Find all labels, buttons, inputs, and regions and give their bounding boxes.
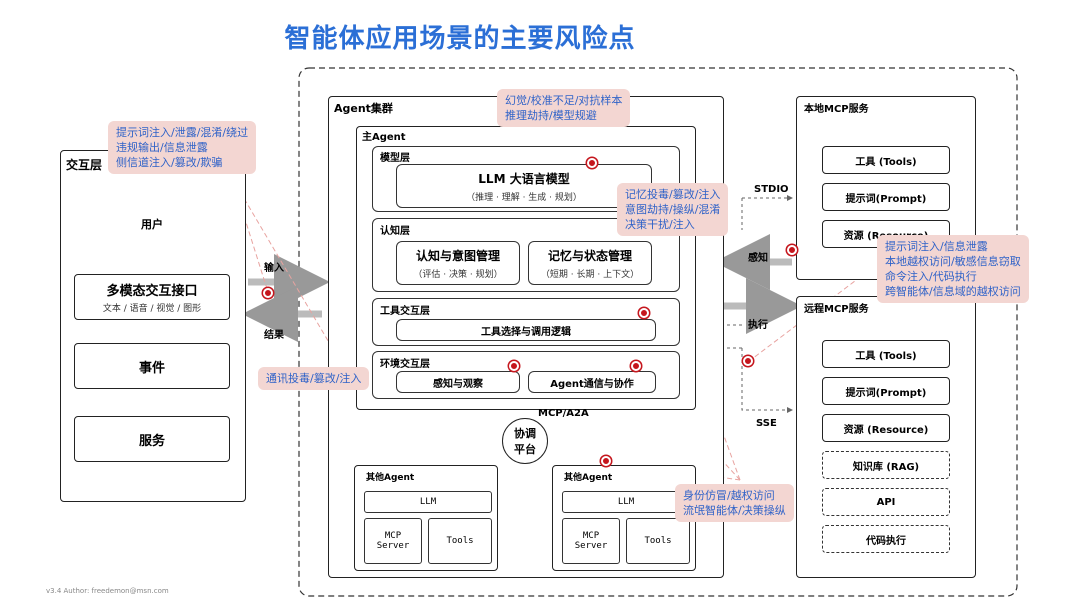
remote-prompt[interactable]: 提示词(Prompt)	[822, 377, 950, 405]
intent-subtitle: （评估 · 决策 · 规划）	[413, 269, 503, 280]
risk-marker	[787, 245, 797, 255]
agent-comm-box[interactable]: Agent通信与协作	[528, 371, 656, 393]
main-agent-label: 主Agent	[362, 132, 406, 143]
risk-line: 命令注入/代码执行	[885, 270, 977, 283]
exec-label: 执行	[748, 320, 768, 331]
intent-management[interactable]: 认知与意图管理 （评估 · 决策 · 规划）	[396, 241, 520, 285]
risk-memory: 记忆投毒/篡改/注入 意图劫持/操纵/混淆 决策干扰/注入	[617, 183, 729, 236]
mcp-line1: MCP	[582, 531, 600, 541]
remote-resource[interactable]: 资源 (Resource)	[822, 414, 950, 442]
risk-line: 流氓智能体/决策操纵	[683, 504, 786, 517]
model-layer-label: 模型层	[380, 153, 410, 164]
tool-layer-label: 工具交互层	[380, 306, 430, 317]
risk-line: 本地越权访问/敏感信息窃取	[885, 255, 1021, 268]
risk-line: 侧信道注入/篡改/欺骗	[116, 156, 223, 169]
llm-box[interactable]: LLM 大语言模型 （推理 · 理解 · 生成 · 规划）	[396, 164, 652, 208]
cognition-layer-label: 认知层	[380, 226, 410, 237]
risk-marker	[509, 361, 519, 371]
mcp-line1: MCP	[384, 531, 402, 541]
local-tools[interactable]: 工具 (Tools)	[822, 146, 950, 174]
service-box[interactable]: 服务	[74, 416, 230, 462]
risk-marker	[631, 361, 641, 371]
risk-marker	[743, 356, 753, 366]
other-agent-2-llm: LLM	[562, 491, 690, 513]
input-label: 输入	[264, 263, 284, 274]
sse-label: SSE	[756, 418, 777, 429]
memory-subtitle: （短期 · 长期 · 上下文）	[540, 269, 640, 280]
risk-comm: 通讯投毒/篡改/注入	[258, 367, 370, 390]
remote-code-exec[interactable]: 代码执行	[822, 525, 950, 553]
remote-tools[interactable]: 工具 (Tools)	[822, 340, 950, 368]
risk-interface: 提示词注入/泄露/混淆/绕过 违规输出/信息泄露 侧信道注入/篡改/欺骗	[108, 121, 257, 174]
agent-cluster-label: Agent集群	[334, 102, 393, 115]
risk-mcp: 提示词注入/信息泄露 本地越权访问/敏感信息窃取 命令注入/代码执行 跨智能体/…	[877, 235, 1029, 303]
output-label: 结果	[264, 330, 284, 341]
mcp-line2: Server	[376, 541, 410, 551]
interface-title: 多模态交互接口	[106, 284, 198, 299]
llm-title: LLM 大语言模型	[478, 171, 570, 186]
env-layer-label: 环境交互层	[380, 359, 430, 370]
tool-logic[interactable]: 工具选择与调用逻辑	[396, 319, 656, 341]
user-label: 用户	[141, 218, 163, 231]
stdio-label: STDIO	[754, 184, 789, 195]
other-agent-1-tools: Tools	[428, 518, 492, 564]
page-title: 智能体应用场景的主要风险点	[284, 24, 636, 54]
risk-line: 通讯投毒/篡改/注入	[266, 372, 362, 385]
mcp-line2: Server	[574, 541, 608, 551]
other-agent-2-tools: Tools	[626, 518, 690, 564]
risk-marker	[601, 456, 611, 466]
local-mcp-label: 本地MCP服务	[804, 104, 869, 115]
coord-platform[interactable]: 协调 平台	[502, 418, 548, 464]
perception-box[interactable]: 感知与观察	[396, 371, 520, 393]
local-prompt[interactable]: 提示词(Prompt)	[822, 183, 950, 211]
coord-line1: 协调	[514, 427, 536, 440]
risk-line: 意图劫持/操纵/混淆	[625, 203, 721, 216]
llm-subtitle: （推理 · 理解 · 生成 · 规划）	[466, 192, 582, 203]
risk-line: 跨智能体/信息域的越权访问	[885, 285, 1021, 298]
risk-marker	[587, 158, 597, 168]
risk-line: 提示词注入/泄露/混淆/绕过	[116, 126, 249, 139]
risk-identity: 身份仿冒/越权访问 流氓智能体/决策操纵	[675, 484, 794, 522]
intent-title: 认知与意图管理	[415, 248, 500, 263]
risk-marker	[639, 308, 649, 318]
risk-line: 记忆投毒/篡改/注入	[625, 188, 721, 201]
remote-rag[interactable]: 知识库 (RAG)	[822, 451, 950, 479]
risk-model: 幻觉/校准不足/对抗样本 推理劫持/模型规避	[497, 89, 631, 127]
event-box[interactable]: 事件	[74, 343, 230, 389]
risk-line: 决策干扰/注入	[625, 218, 695, 231]
protocol-label: MCP/A2A	[538, 408, 589, 419]
other-agent-1-mcp: MCP Server	[364, 518, 422, 564]
risk-line: 提示词注入/信息泄露	[885, 240, 988, 253]
risk-line: 幻觉/校准不足/对抗样本	[505, 94, 623, 107]
remote-mcp-label: 远程MCP服务	[804, 304, 869, 315]
interface-subtitle: 文本 / 语音 / 视觉 / 图形	[102, 304, 202, 314]
risk-line: 身份仿冒/越权访问	[683, 489, 775, 502]
other-agent-2-label: 其他Agent	[564, 473, 613, 483]
risk-line: 违规输出/信息泄露	[116, 141, 208, 154]
multimodal-interface[interactable]: 多模态交互接口 文本 / 语音 / 视觉 / 图形	[74, 274, 230, 320]
risk-marker	[263, 288, 273, 298]
risk-line: 推理劫持/模型规避	[505, 109, 597, 122]
footer-author: v3.4 Author: freedemon@msn.com	[46, 587, 169, 595]
other-agent-2-mcp: MCP Server	[562, 518, 620, 564]
memory-title: 记忆与状态管理	[547, 248, 632, 263]
other-agent-1-label: 其他Agent	[366, 473, 415, 483]
memory-management[interactable]: 记忆与状态管理 （短期 · 长期 · 上下文）	[528, 241, 652, 285]
remote-api[interactable]: API	[822, 488, 950, 516]
coord-line2: 平台	[514, 443, 536, 456]
sense-label: 感知	[748, 253, 768, 264]
other-agent-1-llm: LLM	[364, 491, 492, 513]
interaction-layer-label: 交互层	[66, 158, 103, 172]
